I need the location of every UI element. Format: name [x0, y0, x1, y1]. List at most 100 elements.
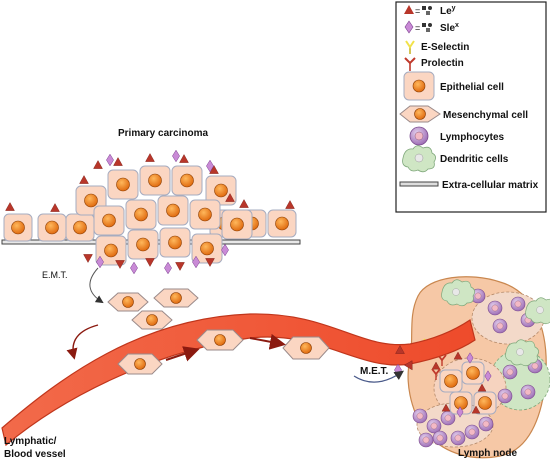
epithelial-cell	[449, 391, 473, 415]
vessel-label-line1: Lymphatic/	[4, 436, 57, 447]
slex-marker	[206, 159, 214, 173]
slex-marker	[130, 261, 138, 275]
ley-marker	[285, 200, 295, 209]
vessel-label-line2: Blood vessel	[4, 449, 66, 460]
epithelial-cell	[125, 199, 157, 230]
emt-arrow	[89, 267, 104, 304]
ley-marker	[113, 157, 123, 166]
legend-label-lymphocytes: Lymphocytes	[440, 132, 505, 143]
slex-marker	[221, 243, 229, 257]
ley-marker	[79, 175, 89, 184]
slex-marker	[466, 352, 474, 364]
mesenchymal-cell	[282, 336, 330, 360]
ley-marker	[115, 260, 125, 269]
legend-equals-slex: =	[415, 23, 420, 33]
epithelial-cell	[37, 213, 67, 242]
epithelial-cell	[189, 199, 221, 230]
epithelial-cell	[93, 205, 125, 236]
lymphocyte	[520, 384, 536, 400]
lymphocyte	[510, 296, 526, 312]
epithelial-cell	[65, 213, 95, 242]
legend-label-ecm: Extra-cellular matrix	[442, 180, 539, 191]
slex-marker	[164, 261, 172, 275]
lymphocyte	[432, 430, 448, 446]
epithelial-cell	[221, 209, 253, 240]
tumor-surface-markers	[5, 149, 295, 275]
lymphocyte	[487, 300, 503, 316]
legend-item-lymphocytes: Lymphocytes	[409, 126, 505, 146]
ley-marker	[403, 360, 413, 371]
legend-item-ecm: Extra-cellular matrix	[399, 180, 539, 191]
slex-diamond-icon	[404, 20, 414, 34]
prolectin-icon	[404, 57, 416, 71]
flow-arrow	[165, 346, 200, 362]
lymphatic-blood-vessel	[1, 313, 476, 447]
flow-arrow	[249, 333, 286, 350]
dendritic-cell	[441, 279, 475, 307]
ley-marker	[93, 160, 103, 169]
ley-glycan-icon	[422, 6, 432, 15]
lymphocyte	[412, 408, 428, 424]
lymphocyte	[497, 388, 513, 404]
ley-marker	[239, 199, 249, 208]
legend-label-mesenchymal: Mesenchymal cell	[443, 110, 528, 121]
lymphocyte	[418, 432, 434, 448]
ley-marker	[5, 202, 15, 211]
lymphocyte	[426, 418, 442, 434]
met-label: M.E.T.	[360, 366, 389, 377]
legend-item-slex: = Slex	[404, 20, 459, 34]
legend-label-prolectin: Prolectin	[421, 58, 464, 69]
slex-marker	[172, 149, 180, 163]
lymphocyte	[502, 364, 518, 380]
ley-marker	[145, 258, 155, 267]
ley-marker	[225, 193, 235, 202]
migration-arrows	[165, 333, 286, 362]
legend-label-epithelial: Epithelial cell	[440, 82, 504, 93]
slex-marker	[484, 370, 492, 382]
epithelial-cell	[267, 209, 297, 238]
legend-label-slex: Slex	[440, 22, 459, 34]
lymphocyte	[478, 416, 494, 432]
lymph-node	[407, 276, 550, 459]
epithelial-cell	[473, 391, 497, 415]
epithelial-cell	[95, 235, 127, 266]
epithelial-cell	[127, 229, 159, 260]
mesenchymal-cell	[117, 353, 163, 375]
epithelial-cell	[3, 213, 33, 242]
epithelial-cell	[439, 369, 463, 393]
legend-item-ley: = Ley	[404, 5, 456, 17]
ley-marker	[209, 165, 219, 174]
legend-label-eselectin: E-Selectin	[421, 42, 469, 53]
lymph-node-cells	[412, 279, 550, 448]
legend-label-dendritic: Dendritic cells	[440, 154, 509, 165]
lymph-node-label: Lymph node	[458, 448, 518, 459]
epithelial-cell	[171, 165, 203, 196]
legend-item-mesenchymal: Mesenchymal cell	[399, 105, 528, 123]
ley-marker	[441, 403, 451, 412]
ley-marker	[453, 351, 463, 360]
emt-label: E.M.T.	[42, 270, 68, 280]
dendritic-cell	[525, 297, 550, 325]
legend-item-prolectin: Prolectin	[404, 57, 464, 71]
emt-mesenchymal-cells	[107, 288, 199, 330]
primary-carcinoma-label: Primary carcinoma	[118, 128, 208, 139]
legend: = Ley = Slex E-Selectin	[395, 1, 547, 213]
lymphocyte	[492, 318, 508, 334]
legend-item-eselectin: E-Selectin	[405, 40, 469, 54]
primary-carcinoma	[1, 149, 301, 275]
ley-marker	[50, 203, 60, 212]
ley-marker	[145, 153, 155, 162]
dendritic-cell	[505, 339, 539, 367]
slex-marker	[456, 406, 464, 418]
epithelial-cell	[191, 233, 223, 264]
epithelial-cell	[159, 227, 191, 258]
slex-glycan-icon	[422, 23, 432, 32]
ley-marker	[471, 405, 481, 414]
legend-equals-ley: =	[415, 6, 420, 16]
mesenchymal-cell	[131, 310, 173, 330]
lymphocyte	[440, 410, 456, 426]
epithelial-cell	[139, 165, 171, 196]
legend-label-ley: Ley	[440, 5, 456, 17]
mesenchymal-cell	[153, 288, 199, 308]
